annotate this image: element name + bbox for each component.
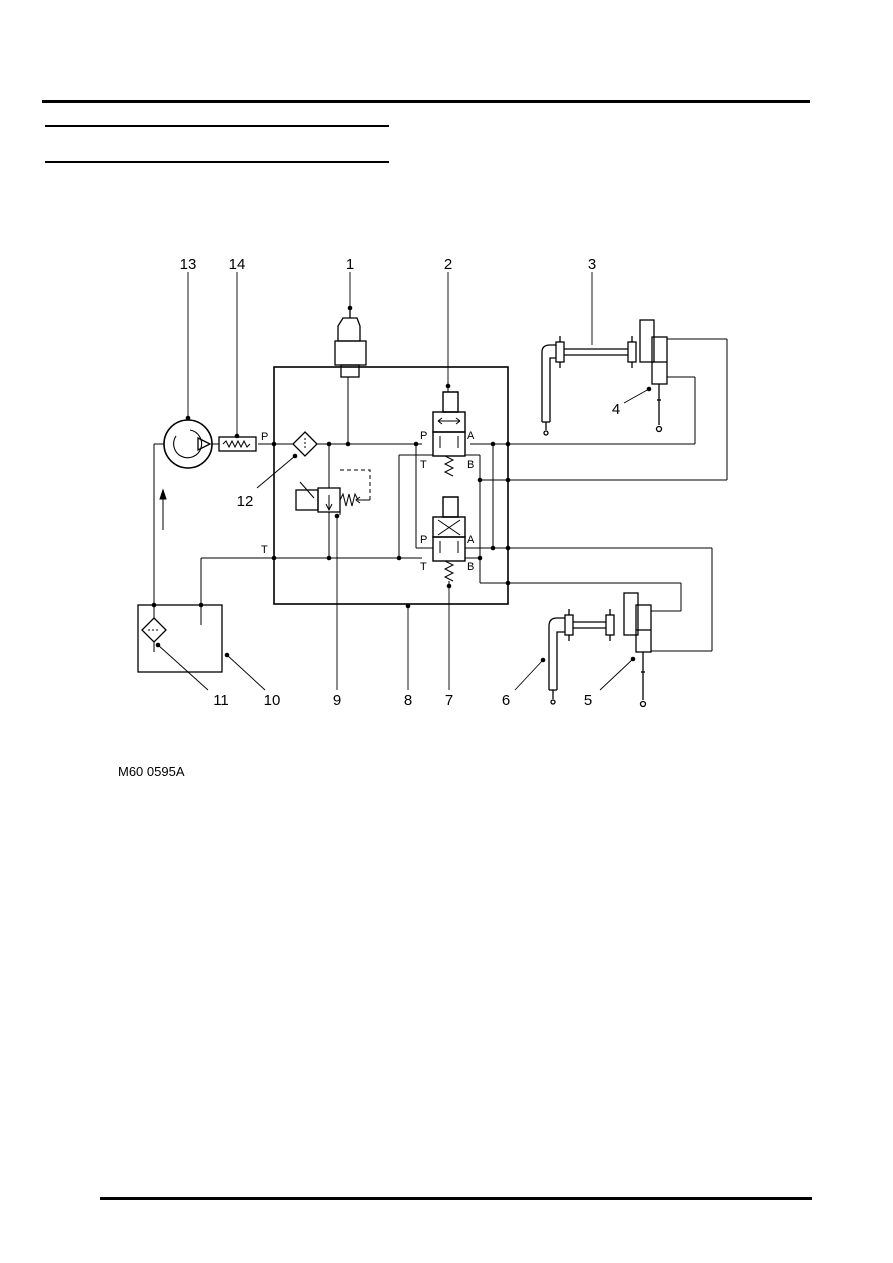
valve-lower-port-p: P (420, 534, 427, 546)
callout-leaders (157, 272, 650, 691)
callout-6: 6 (502, 692, 510, 709)
callout-11: 11 (213, 692, 229, 709)
figure-code: M60 0595A (118, 764, 185, 779)
callout-4: 4 (612, 401, 620, 418)
valve-upper-port-a: A (467, 430, 475, 442)
pressure-sensor (334, 308, 367, 378)
callout-8: 8 (404, 692, 412, 709)
callout-2: 2 (444, 256, 452, 273)
header-rule-short-2 (45, 161, 389, 163)
valve-lower-port-a: A (467, 534, 475, 546)
callout-9: 9 (333, 692, 341, 709)
footer-rule (100, 1197, 812, 1200)
reservoir (137, 604, 223, 673)
header-rule-short-1 (45, 125, 389, 127)
callout-3: 3 (588, 256, 596, 273)
callout-12: 12 (237, 493, 254, 510)
solenoid-valve-lower (432, 496, 466, 582)
valve-upper-port-p: P (420, 430, 427, 442)
callout-7: 7 (445, 692, 453, 709)
anti-roll-bar-upper (541, 319, 655, 436)
pump (163, 419, 213, 469)
pressure-filter (292, 431, 318, 457)
valve-upper-port-t: T (420, 459, 427, 471)
anti-roll-bar-lower (548, 592, 639, 705)
relief-valve (295, 469, 371, 513)
solenoid-valve-upper (432, 391, 466, 477)
callout-14: 14 (229, 256, 246, 273)
actuator-upper (651, 336, 668, 433)
callout-1: 1 (346, 256, 354, 273)
port-p-pump: P (261, 431, 268, 443)
valve-lower-port-b: B (467, 561, 474, 573)
port-t-return: T (261, 544, 268, 556)
valve-upper-port-b: B (467, 459, 474, 471)
header-rule-top (42, 100, 810, 103)
junction-dots (151, 305, 652, 663)
actuator-lower (635, 604, 652, 708)
valve-lower-port-t: T (420, 561, 427, 573)
callout-5: 5 (584, 692, 592, 709)
port-labels: P T P A T B P A T B (261, 430, 475, 573)
callout-13: 13 (180, 256, 197, 273)
callout-10: 10 (264, 692, 281, 709)
pump-restrictor (218, 436, 257, 452)
callout-numbers: 1 2 3 4 5 6 7 8 9 10 11 12 13 14 (180, 256, 621, 709)
